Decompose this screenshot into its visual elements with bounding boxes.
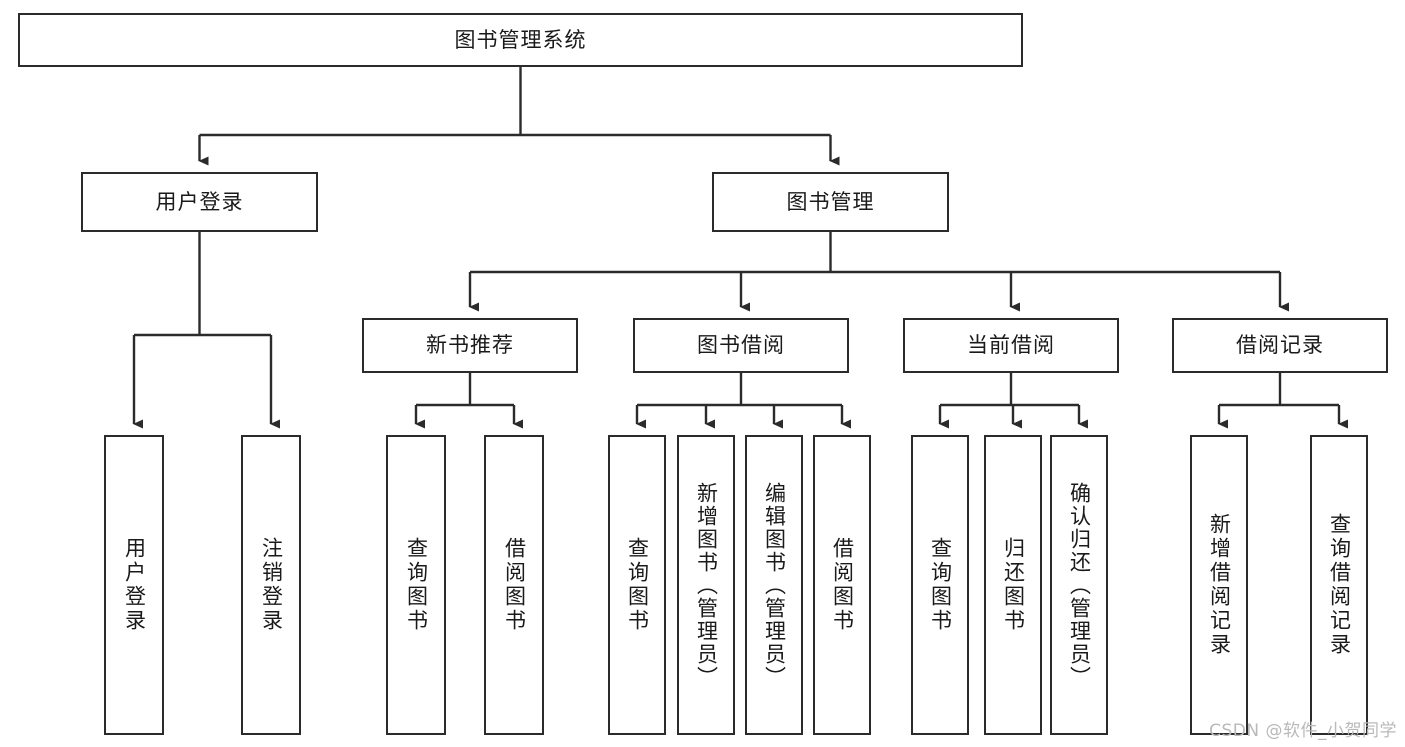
node-label: 新增图书（管理员） <box>694 481 719 689</box>
leaf-add-book-admin[interactable]: 新增图书（管理员） <box>677 435 735 735</box>
leaf-borrow-book[interactable]: 借阅图书 <box>813 435 871 735</box>
node-label: 注销登录 <box>259 537 284 633</box>
leaf-logout[interactable]: 注销登录 <box>241 435 301 735</box>
watermark: CSDN @软件_小贺同学 <box>1209 721 1397 741</box>
node-label: 查询图书 <box>928 537 953 633</box>
leaf-query-borrow-record[interactable]: 查询借阅记录 <box>1310 435 1368 735</box>
node-label: 图书管理 <box>786 189 875 214</box>
leaf-query-book-current[interactable]: 查询图书 <box>911 435 969 735</box>
node-label: 借阅记录 <box>1236 333 1324 358</box>
node-label: 归还图书 <box>1001 537 1026 633</box>
node-label: 查询借阅记录 <box>1327 513 1352 657</box>
node-label: 当前借阅 <box>967 333 1055 358</box>
node-borrow-record[interactable]: 借阅记录 <box>1172 318 1388 373</box>
node-label: 编辑图书（管理员） <box>762 481 787 689</box>
leaf-query-book-recommend[interactable]: 查询图书 <box>386 435 446 735</box>
node-label: 新增借阅记录 <box>1207 513 1232 657</box>
node-label: 用户登录 <box>155 189 244 214</box>
node-label: 用户登录 <box>122 537 147 633</box>
node-book-management[interactable]: 图书管理 <box>712 172 949 232</box>
leaf-confirm-return-admin[interactable]: 确认归还（管理员） <box>1050 435 1108 735</box>
node-label: 查询图书 <box>625 537 650 633</box>
node-label: 借阅图书 <box>830 537 855 633</box>
leaf-edit-book-admin[interactable]: 编辑图书（管理员） <box>745 435 803 735</box>
node-label: 图书管理系统 <box>454 27 587 52</box>
node-label: 查询图书 <box>404 537 429 633</box>
leaf-return-book[interactable]: 归还图书 <box>984 435 1042 735</box>
node-label: 确认归还（管理员） <box>1067 481 1092 689</box>
node-root[interactable]: 图书管理系统 <box>18 13 1023 67</box>
node-label: 图书借阅 <box>697 333 785 358</box>
leaf-borrow-book-recommend[interactable]: 借阅图书 <box>484 435 544 735</box>
node-current-borrow[interactable]: 当前借阅 <box>903 318 1119 373</box>
node-user-login[interactable]: 用户登录 <box>81 172 318 232</box>
leaf-add-borrow-record[interactable]: 新增借阅记录 <box>1190 435 1248 735</box>
node-book-borrow[interactable]: 图书借阅 <box>633 318 849 373</box>
leaf-query-book[interactable]: 查询图书 <box>608 435 666 735</box>
leaf-user-login[interactable]: 用户登录 <box>104 435 164 735</box>
node-label: 新书推荐 <box>426 333 514 358</box>
node-new-book-recommend[interactable]: 新书推荐 <box>362 318 578 373</box>
node-label: 借阅图书 <box>502 537 527 633</box>
